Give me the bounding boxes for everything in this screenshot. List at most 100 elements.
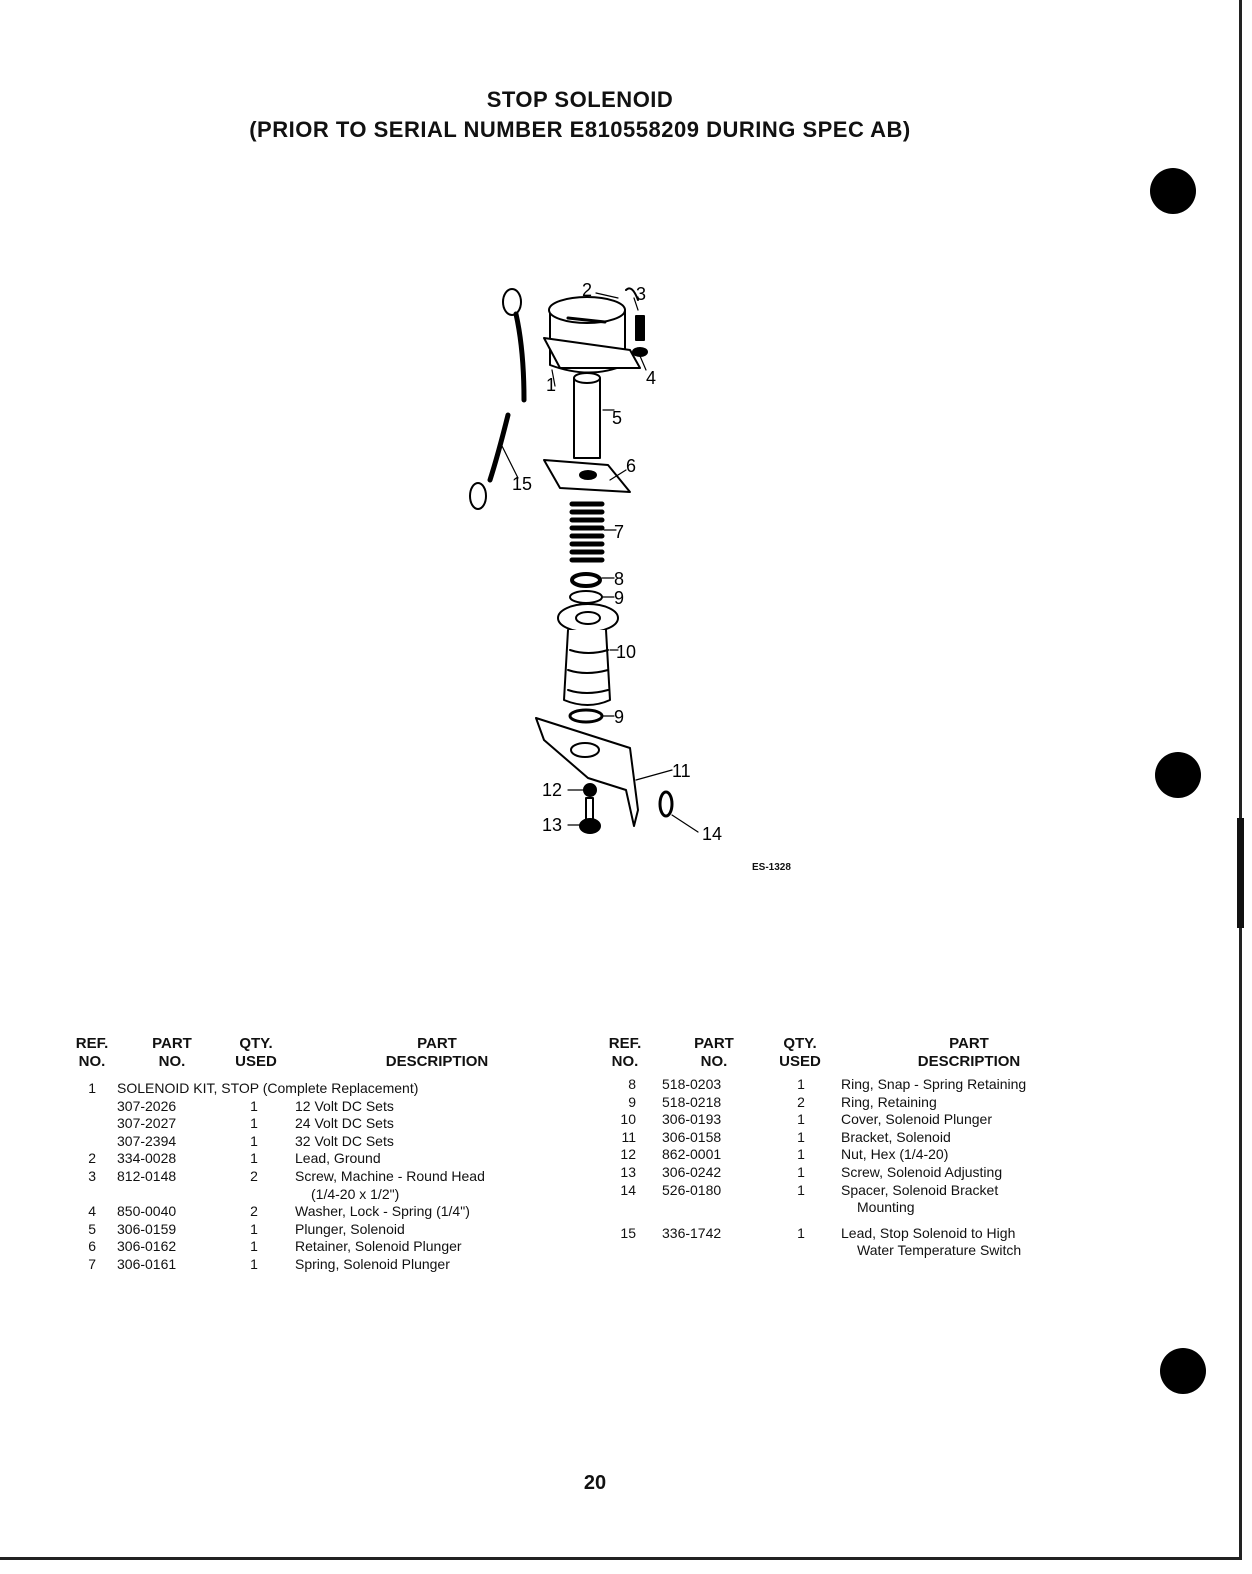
ref-no-cell: 4	[88, 1203, 96, 1220]
qty-used-cell: 1	[797, 1181, 805, 1198]
plunger-spring	[569, 501, 605, 563]
callout-9: 9	[614, 588, 624, 608]
part-no-cell: 518-0218	[662, 1093, 722, 1110]
header-ref-no: REF. NO.	[75, 1035, 109, 1070]
qty-used-cell: 2	[250, 1168, 258, 1184]
part-no-cell: 306-0242	[662, 1164, 722, 1180]
qty-used-cell: 1	[797, 1164, 805, 1180]
part-no-cell: 306-0159	[117, 1220, 177, 1237]
qty-used-cell: 1	[250, 1238, 258, 1255]
callout-15: 15	[512, 474, 532, 494]
parts-table-right: REF. NO. PART NO. QTY. USED PART DESCRIP…	[600, 1035, 1080, 1265]
ref-no-cell: 1	[88, 1080, 96, 1096]
qty-used-cell: 2	[250, 1203, 258, 1220]
callout-5: 5	[612, 408, 622, 428]
parts-table-left: REF. NO. PART NO. QTY. USED PART DESCRIP…	[72, 1035, 572, 1285]
part-no-cell: 307-2394	[117, 1132, 177, 1149]
ref-no-cell: 5	[88, 1220, 96, 1237]
qty-used-cell: 1	[250, 1256, 258, 1272]
part-description-cell: Cover, Solenoid Plunger	[841, 1111, 992, 1128]
part-description-cell: Ring, Retaining	[841, 1093, 937, 1110]
callout-12: 12	[542, 780, 562, 800]
callout-6: 6	[626, 456, 636, 476]
solenoid-bracket	[535, 717, 639, 827]
qty-used-cell: 1	[250, 1115, 258, 1132]
ref-no-cell: 8	[628, 1076, 636, 1092]
page-title: STOP SOLENOID	[486, 87, 674, 112]
part-description-cell: Nut, Hex (1/4-20)	[841, 1146, 949, 1163]
ref-no-cell: 7	[88, 1256, 96, 1272]
page-number: 20	[583, 1472, 607, 1494]
callout-10: 10	[616, 642, 636, 662]
plunger-cover	[557, 603, 619, 706]
leader-lines	[499, 292, 699, 833]
ref-no-cell: 14	[620, 1181, 636, 1198]
part-no-cell: 526-0180	[662, 1181, 722, 1198]
part-no-cell: 306-0162	[117, 1238, 177, 1255]
part-no-cell: 850-0040	[117, 1203, 177, 1220]
punch-hole-middle	[1155, 752, 1201, 798]
qty-used-cell: 1	[797, 1128, 805, 1145]
header-qty-used: QTY. USED	[779, 1035, 821, 1070]
part-description-cell: (1/4-20 x 1/2")	[311, 1185, 400, 1202]
callout-14: 14	[702, 824, 722, 844]
part-no-cell: 862-0001	[662, 1146, 722, 1163]
callout-4: 4	[646, 368, 656, 388]
part-description-cell: Lead, Ground	[295, 1150, 381, 1167]
hex-nut-and-screw	[579, 783, 601, 834]
part-no-cell: 334-0028	[117, 1150, 177, 1167]
callout-3: 3	[636, 284, 646, 304]
qty-used-cell: 1	[797, 1146, 805, 1163]
qty-used-cell: 1	[250, 1150, 258, 1167]
callout-11: 11	[672, 761, 691, 781]
retaining-ring-lower	[568, 708, 604, 724]
part-description-cell: Bracket, Solenoid	[841, 1128, 951, 1145]
header-part-no: PART NO.	[152, 1035, 192, 1070]
callout-1: 1	[546, 375, 556, 395]
part-no-cell: 336-1742	[662, 1224, 722, 1241]
part-description-cell: Spring, Solenoid Plunger	[295, 1256, 450, 1272]
part-description-cell: Lead, Stop Solenoid to High	[841, 1224, 1016, 1241]
part-no-cell: 306-0193	[662, 1111, 722, 1128]
callout-9-lower: 9	[614, 707, 624, 727]
header-qty-used: QTY. USED	[235, 1035, 277, 1070]
qty-used-cell: 1	[797, 1224, 805, 1241]
page-edge-mark	[1237, 818, 1244, 928]
page-subtitle: (PRIOR TO SERIAL NUMBER E810558209 DURIN…	[249, 117, 911, 142]
header-part-description: PART DESCRIPTION	[917, 1035, 1021, 1070]
part-description-cell: 12 Volt DC Sets	[295, 1097, 394, 1114]
part-description-cell: 24 Volt DC Sets	[295, 1115, 394, 1132]
punch-hole-top	[1150, 168, 1196, 214]
page-edge-bottom	[0, 1557, 1242, 1560]
punch-hole-bottom	[1160, 1348, 1206, 1394]
stop-solenoid-exploded-diagram: 1 2 3 4 5 6 7 8 9 10 9 11 12 13 14 15	[469, 280, 722, 844]
ref-no-cell: 15	[620, 1224, 636, 1241]
ref-no-cell: 6	[88, 1238, 96, 1255]
qty-used-cell: 2	[797, 1093, 805, 1110]
qty-used-cell: 1	[250, 1220, 258, 1237]
ref-no-cell: 3	[88, 1168, 96, 1184]
part-description-cell: Spacer, Solenoid Bracket	[841, 1181, 999, 1198]
ref-no-cell: 10	[620, 1111, 636, 1128]
page-edge-right	[1239, 0, 1242, 1560]
part-no-cell: 307-2027	[117, 1115, 177, 1132]
figure-id: ES-1328	[752, 862, 791, 873]
part-description-cell: 32 Volt DC Sets	[295, 1132, 394, 1149]
part-description-cell: Screw, Machine - Round Head	[295, 1168, 485, 1184]
header-ref-no: REF. NO.	[608, 1035, 642, 1070]
part-description-cell: Water Temperature Switch	[857, 1242, 1022, 1259]
plunger	[573, 372, 601, 459]
part-no-cell: 518-0203	[662, 1076, 722, 1092]
ref-no-cell: 2	[88, 1150, 96, 1167]
ground-lead	[469, 288, 527, 510]
part-description-cell: Mounting	[857, 1199, 915, 1216]
ref-no-cell: 13	[620, 1164, 636, 1180]
header-part-description: PART DESCRIPTION	[385, 1035, 489, 1070]
part-no-cell: 306-0158	[662, 1128, 722, 1145]
part-description-cell: Plunger, Solenoid	[295, 1220, 405, 1237]
part-description-cell: Washer, Lock - Spring (1/4")	[295, 1203, 470, 1220]
part-description-cell: Retainer, Solenoid Plunger	[295, 1238, 462, 1255]
plunger-retainer	[543, 459, 631, 493]
callout-7: 7	[614, 522, 624, 542]
bracket-spacer	[658, 790, 674, 818]
